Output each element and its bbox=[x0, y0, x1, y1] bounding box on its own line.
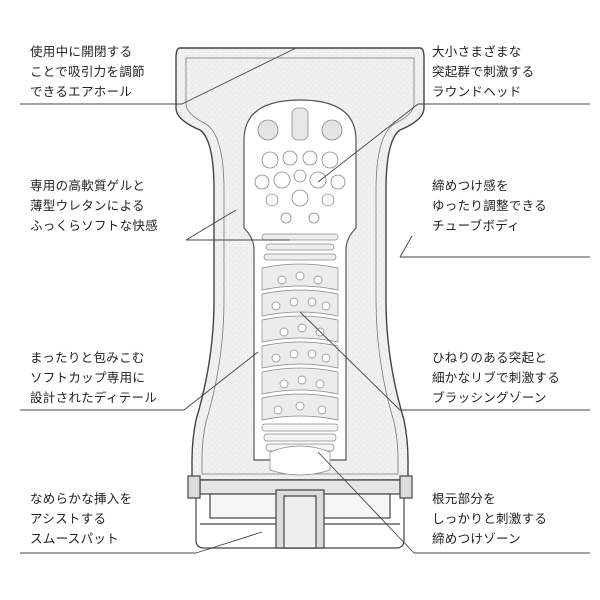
callout-line: 締めつけゾーン bbox=[432, 531, 521, 546]
tube-ribs bbox=[261, 233, 339, 261]
callout-soft-cup-detail: まったりと包みこむ ソフトカップ専用に 設計されたディテール bbox=[30, 348, 157, 408]
callout-round-head: 大小さまざまな 突起群で刺激する ラウンドヘッド bbox=[432, 42, 534, 102]
base-cup bbox=[187, 475, 413, 549]
callout-line: ラウンドヘッド bbox=[432, 84, 522, 99]
callout-line: 専用の高軟質ゲルと bbox=[30, 178, 146, 193]
callout-line: 設計されたディテール bbox=[30, 390, 158, 405]
callout-line: ことで吸引力を調節 bbox=[30, 64, 145, 79]
callout-smooth-pad: なめらかな挿入を アシストする スムースパット bbox=[30, 489, 132, 549]
callout-line: 根元部分を bbox=[432, 491, 497, 506]
callout-brushing-zone: ひねりのある突起と 細かなリブで刺激する ブラッシングゾーン bbox=[432, 348, 560, 408]
callout-line: ふっくらソフトな快感 bbox=[30, 218, 159, 233]
brushing-zone bbox=[261, 263, 339, 421]
leader-lines bbox=[20, 47, 590, 554]
callout-line: スムースパット bbox=[30, 531, 119, 546]
inner-outline bbox=[185, 57, 415, 475]
callout-air-hole: 使用中に開閉する ことで吸引力を調節 できるエアホール bbox=[30, 42, 145, 102]
callout-line: 突起群で刺激する bbox=[432, 64, 535, 79]
round-head-nubs bbox=[254, 107, 346, 224]
tightening-zone bbox=[261, 423, 339, 476]
callout-tightening-zone: 根元部分を しっかりと刺激する 締めつけゾーン bbox=[432, 489, 547, 549]
callout-gel-urethane: 専用の高軟質ゲルと 薄型ウレタンによる ふっくらソフトな快感 bbox=[30, 176, 158, 236]
callout-line: なめらかな挿入を bbox=[30, 491, 133, 506]
callout-line: ひねりのある突起と bbox=[432, 350, 548, 365]
callout-line: できるエアホール bbox=[30, 84, 133, 99]
callout-line: ソフトカップ専用に bbox=[30, 370, 146, 385]
callout-tube-body: 締めつけ感を ゆったり調整できる チューブボディ bbox=[432, 176, 547, 236]
callout-line: 締めつけ感を bbox=[432, 178, 509, 193]
callout-line: まったりと包みこむ bbox=[30, 350, 145, 365]
callout-line: ブラッシングゾーン bbox=[432, 390, 547, 405]
callout-line: アシストする bbox=[30, 511, 107, 526]
callout-line: ゆったり調整できる bbox=[432, 198, 547, 213]
callout-line: 使用中に開閉する bbox=[30, 44, 133, 59]
callout-line: チューブボディ bbox=[432, 218, 520, 233]
callout-line: 大小さまざまな bbox=[432, 44, 522, 59]
callout-line: 薄型ウレタンによる bbox=[30, 198, 145, 213]
callout-line: しっかりと刺激する bbox=[432, 511, 548, 526]
callout-line: 細かなリブで刺激する bbox=[432, 370, 561, 385]
